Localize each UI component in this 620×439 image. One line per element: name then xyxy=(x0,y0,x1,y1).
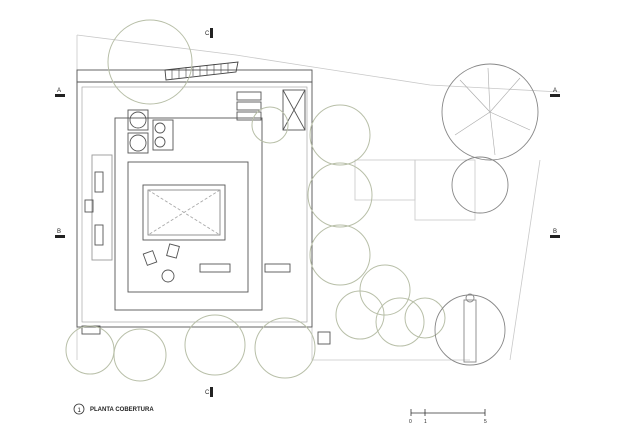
scale-label-5: 5 xyxy=(484,419,487,425)
section-a-right: A xyxy=(553,88,557,94)
building-outline xyxy=(76,61,331,345)
section-c-bottom: C xyxy=(205,390,210,396)
scale-label-1: 1 xyxy=(424,419,427,425)
title-text: PLANTA COBERTURA xyxy=(90,407,154,413)
section-b-left: B xyxy=(57,229,61,235)
title-number: 1 xyxy=(78,408,82,414)
section-c-top: C xyxy=(205,31,210,37)
section-a-left: A xyxy=(57,88,61,94)
section-markers: A A B B C C xyxy=(55,28,560,397)
scale-label-0: 0 xyxy=(409,419,412,425)
trees xyxy=(65,19,446,382)
scale-bar: 0 1 5 xyxy=(409,409,487,425)
section-b-right: B xyxy=(553,229,557,235)
site-boundary xyxy=(76,34,561,361)
existing-trees xyxy=(434,63,539,366)
drawing-title: 1 PLANTA COBERTURA xyxy=(73,403,154,415)
